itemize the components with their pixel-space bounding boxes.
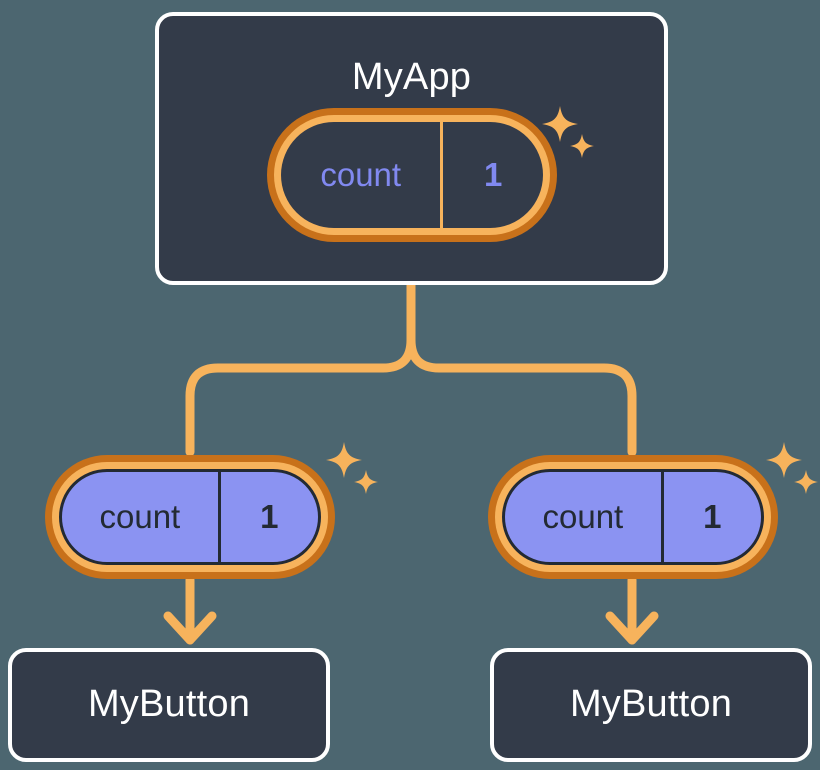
down-arrow-icon-right xyxy=(605,611,659,645)
sparkle-star-small-icon xyxy=(354,470,378,494)
pill-inner-ring: count 1 xyxy=(52,462,328,572)
sparkle-star-small-icon xyxy=(794,470,818,494)
pill-body: count 1 xyxy=(59,469,321,565)
state-key-label: count xyxy=(505,472,664,562)
pill-inner-ring: count 1 xyxy=(274,115,550,235)
state-value-label: 1 xyxy=(703,498,722,535)
state-pill-myapp-count[interactable]: count 1 xyxy=(267,108,557,242)
sparkle-star-icon xyxy=(766,442,802,478)
page-title: MyApp xyxy=(351,56,472,98)
sparkle-star-icon xyxy=(326,442,362,478)
state-pill-left-count[interactable]: count 1 xyxy=(45,455,335,579)
component-title-right: MyButton xyxy=(569,683,733,725)
state-pill-right-count[interactable]: count 1 xyxy=(488,455,778,579)
state-value-label: 1 xyxy=(484,156,503,193)
pill-inner-ring: count 1 xyxy=(495,462,771,572)
component-title-left: MyButton xyxy=(87,683,251,725)
component-box-mybutton-right[interactable]: MyButton xyxy=(490,648,812,762)
component-box-mybutton-left[interactable]: MyButton xyxy=(8,648,330,762)
state-value-label: 1 xyxy=(260,498,279,535)
sparkle-group-left xyxy=(326,442,378,494)
pill-body: count 1 xyxy=(281,122,543,228)
state-key-label: count xyxy=(62,472,221,562)
down-arrow-icon-left xyxy=(163,611,217,645)
state-key-label: count xyxy=(281,122,444,228)
branch-connector-right xyxy=(406,280,637,457)
branch-connector-left xyxy=(185,280,416,457)
pill-body: count 1 xyxy=(502,469,764,565)
